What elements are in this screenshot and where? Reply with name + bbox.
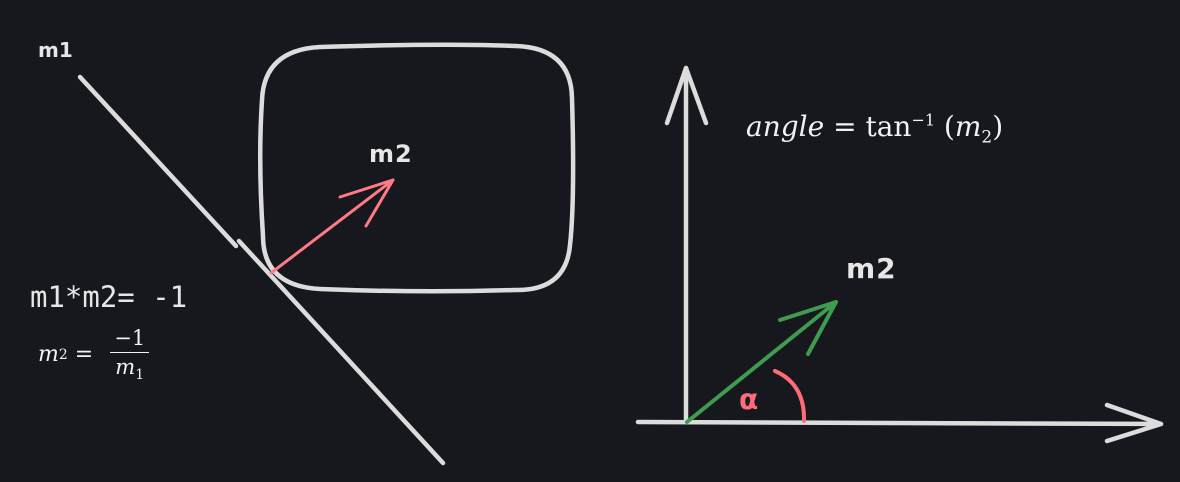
fraction-denominator: m1: [115, 353, 144, 383]
line-m1: [77, 74, 446, 466]
label-m2-box: m2: [369, 140, 413, 168]
fraction-bar: [110, 352, 150, 353]
axis-x: [635, 402, 1164, 444]
angle-word: angle: [746, 110, 825, 143]
angle-close: ): [992, 110, 1004, 143]
m2-lhs-var: m: [38, 342, 59, 368]
angle-eq: = tan: [824, 110, 912, 143]
angle-var: m: [954, 110, 982, 143]
m2-lhs-sub: 2: [58, 346, 68, 363]
vector-m2-red: [269, 178, 395, 275]
alpha-label: α: [739, 383, 759, 416]
den-sub: 1: [135, 367, 145, 384]
rounded-box: [257, 42, 576, 294]
vector-m2-green: [685, 300, 838, 424]
m2-eq-sign: =: [67, 342, 101, 368]
angle-open: (: [935, 110, 955, 143]
fraction: −1 m1: [110, 326, 150, 383]
angle-sub: 2: [981, 127, 993, 148]
equation-product: m1*m2= -1: [30, 280, 188, 314]
fraction-numerator: −1: [114, 326, 146, 350]
label-m1: m1: [38, 38, 73, 62]
axis-y: [664, 65, 709, 425]
den-var: m: [115, 355, 136, 379]
angle-sup: −1: [911, 110, 936, 130]
angle-arc: [773, 369, 807, 423]
label-m2-right: m2: [846, 252, 897, 285]
equation-angle: angle = tan−1 (m2): [746, 110, 1003, 148]
